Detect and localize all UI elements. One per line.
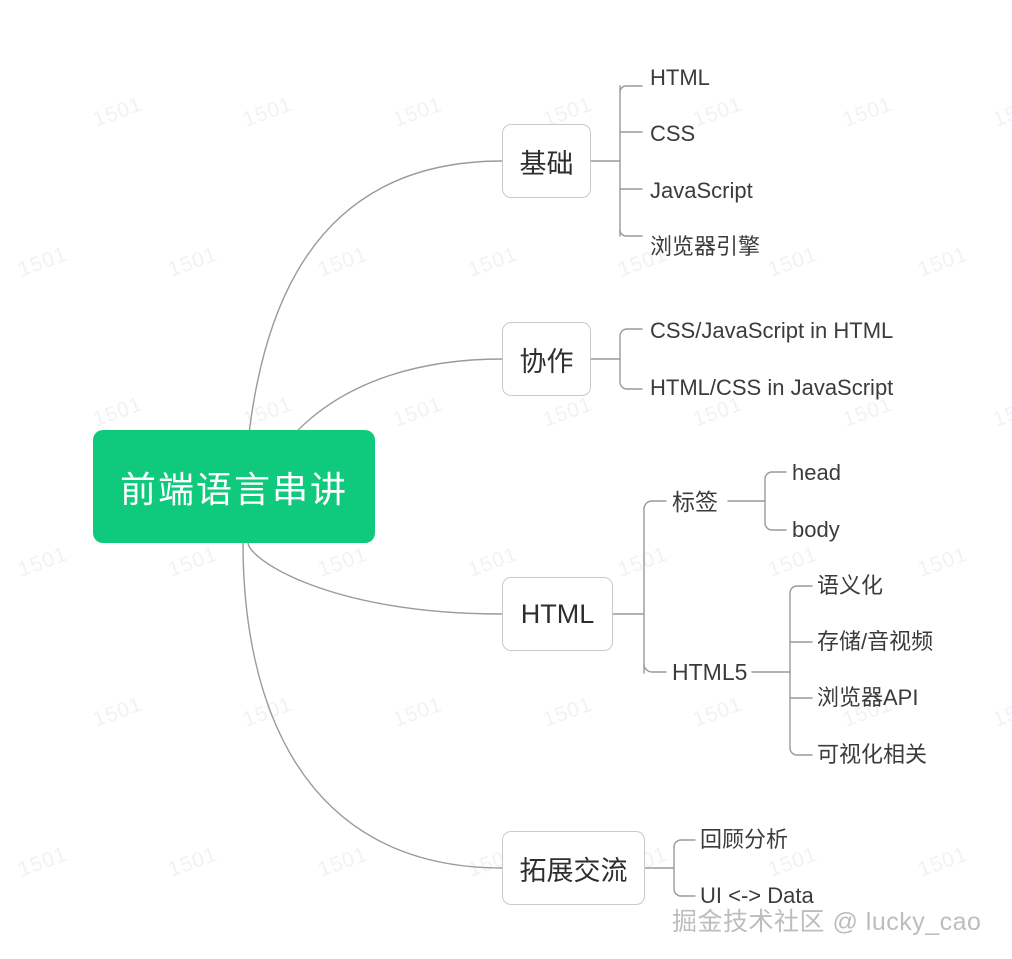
- branch-node-html[interactable]: HTML: [502, 577, 613, 651]
- leaf-browser-engine[interactable]: 浏览器引擎: [650, 234, 761, 259]
- edge-root-to-html: [247, 542, 503, 615]
- leaf-browser-api[interactable]: 浏览器API: [817, 685, 919, 710]
- watermark-text: 1501: [15, 542, 71, 582]
- watermark-text: 1501: [990, 392, 1012, 432]
- branch-node-html-label: HTML: [520, 598, 595, 629]
- watermark-text: 1501: [765, 242, 821, 282]
- watermark-text: 1501: [240, 392, 296, 432]
- edge-tuozhan-to-review: [673, 839, 696, 848]
- watermark-text: 1501: [315, 542, 371, 582]
- watermark-text: 1501: [15, 842, 71, 882]
- leaf-javascript[interactable]: JavaScript: [650, 178, 753, 203]
- watermark-text: 1501: [840, 92, 896, 132]
- branch-node-tuozhan[interactable]: 拓展交流: [502, 831, 645, 905]
- edge-tuozhan-to-uidata: [673, 888, 696, 897]
- leaf-review-analysis[interactable]: 回顾分析: [700, 827, 789, 852]
- watermark-text: 1501: [765, 542, 821, 582]
- watermark-text: 1501: [390, 92, 446, 132]
- watermark-text: 1501: [390, 392, 446, 432]
- edge-xiezuo-to-c2: [619, 381, 643, 390]
- edge-root-to-tuozhan: [242, 542, 503, 869]
- watermark-text: 1501: [240, 92, 296, 132]
- watermark-text: 1501: [240, 692, 296, 732]
- watermark-text: 1501: [90, 392, 146, 432]
- root-node-label: 前端语言串讲: [119, 468, 348, 510]
- leaf-body[interactable]: body: [792, 517, 840, 542]
- leaf-html-css-in-js[interactable]: HTML/CSS in JavaScript: [650, 375, 894, 400]
- branch-node-xiezuo-label: 协作: [519, 346, 574, 377]
- watermark-text: 1501: [465, 242, 521, 282]
- branch-node-xiezuo[interactable]: 协作: [502, 322, 591, 396]
- sub-node-biaoqian[interactable]: 标签: [672, 489, 718, 515]
- watermark-text: 1501: [690, 692, 746, 732]
- watermark-text: 1501: [315, 842, 371, 882]
- branch-node-tuozhan-label: 拓展交流: [519, 855, 628, 886]
- leaf-css-js-in-html[interactable]: CSS/JavaScript in HTML: [650, 318, 894, 343]
- branch-node-jichu-label: 基础: [519, 148, 574, 179]
- branch-node-jichu[interactable]: 基础: [502, 124, 591, 198]
- watermark-text: 1501: [165, 242, 221, 282]
- edge-html-to-html5: [643, 663, 667, 673]
- edge-html-to-biaoqian: [643, 500, 667, 510]
- watermark-text: 1501: [165, 842, 221, 882]
- watermark-text: 1501: [540, 392, 596, 432]
- leaf-html[interactable]: HTML: [650, 65, 710, 90]
- root-node[interactable]: 前端语言串讲: [93, 430, 375, 543]
- watermark-text: 1501: [90, 92, 146, 132]
- edge-jichu-to-html: [619, 85, 643, 93]
- watermark-text: 1501: [915, 842, 971, 882]
- watermark-text: 1501: [915, 242, 971, 282]
- edge-jichu-to-engine: [619, 229, 643, 237]
- edge-html5-to-semantic: [789, 585, 813, 594]
- leaf-head[interactable]: head: [792, 460, 841, 485]
- credit-watermark: 掘金技术社区 @ lucky_cao: [672, 908, 982, 936]
- edge-biaoqian-to-head: [764, 471, 787, 480]
- edge-biaoqian-to-body: [764, 522, 787, 531]
- watermark-text: 1501: [615, 542, 671, 582]
- leaf-visualization[interactable]: 可视化相关: [817, 742, 928, 767]
- sub-node-html5[interactable]: HTML5: [672, 659, 748, 685]
- leaf-semantic[interactable]: 语义化: [817, 573, 884, 598]
- edge-xiezuo-to-c1: [619, 328, 643, 337]
- edge-html5-to-visual: [789, 747, 813, 756]
- leaf-css[interactable]: CSS: [650, 121, 696, 146]
- watermark-text: 1501: [540, 692, 596, 732]
- leaf-ui-data[interactable]: UI <-> Data: [700, 883, 814, 908]
- watermark-text: 1501: [690, 92, 746, 132]
- leaf-storage-media[interactable]: 存储/音视频: [817, 629, 934, 654]
- watermark-text: 1501: [165, 542, 221, 582]
- watermark-text: 1501: [15, 242, 71, 282]
- watermark-text: 1501: [390, 692, 446, 732]
- watermark-text: 1501: [90, 692, 146, 732]
- watermark-text: 1501: [915, 542, 971, 582]
- watermark-text: 1501: [990, 92, 1012, 132]
- watermark-text: 1501: [315, 242, 371, 282]
- watermark-text: 1501: [990, 692, 1012, 732]
